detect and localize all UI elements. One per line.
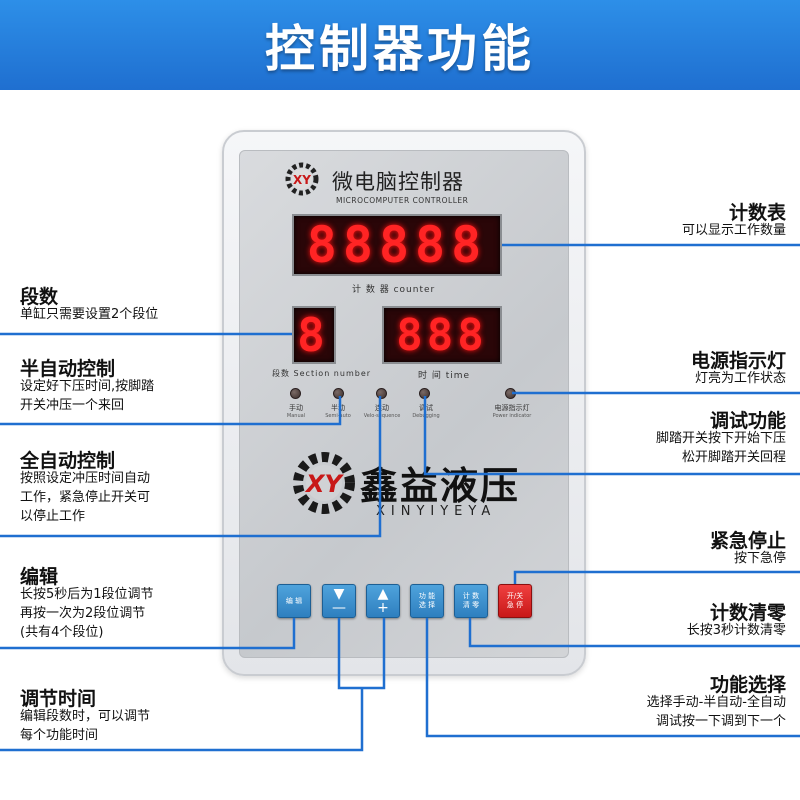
plus-icon: + — [377, 600, 389, 616]
section-caption: 段数 Section number — [272, 369, 372, 378]
minus-icon: — — [332, 600, 346, 616]
ann-semi-line1: 设定好下压时间,按脚踏 — [20, 379, 155, 394]
ann-debug-line2: 松开脚踏开关回程 — [681, 450, 786, 465]
section-display: 8 — [292, 306, 336, 364]
ann-power-text: 灯亮为工作状态 — [694, 371, 786, 386]
ann-adjust-line2: 每个功能时间 — [20, 728, 99, 743]
led-label-continuous: 连动 Velo-sequence — [360, 404, 404, 420]
company-name-en: XINYIYEYA — [376, 504, 497, 519]
ann-full-title: 全自动控制 — [20, 450, 116, 472]
led-label-manual-cn: 手动 — [289, 404, 303, 412]
ann-edit-line2: 再按一次为2段位调节 — [20, 606, 146, 621]
led-label-power: 电源指示灯 Power indicator — [484, 404, 540, 420]
ann-count-reset-text: 长按3秒计数清零 — [686, 623, 786, 638]
led-label-semi-cn: 半动 — [331, 404, 345, 412]
ann-edit-line3: (共有4个段位) — [20, 625, 104, 640]
count-reset-line1: 计 数 — [462, 592, 480, 600]
header-banner: 控制器功能 — [0, 0, 800, 90]
led-label-semi-en: Semi-auto — [325, 413, 351, 419]
ann-count-reset-title: 计数清零 — [709, 602, 786, 624]
counter-caption: 计 数 器 counter — [352, 285, 436, 295]
page-title: 控制器功能 — [265, 20, 535, 78]
svg-text:XY: XY — [293, 173, 311, 187]
led-label-continuous-cn: 连动 — [375, 404, 389, 412]
estop-line1: 开/关 — [506, 592, 524, 600]
led-continuous — [376, 388, 387, 399]
down-arrow-icon: ▼ — [333, 586, 345, 602]
estop-line2: 急 停 — [506, 601, 524, 609]
led-label-continuous-en: Velo-sequence — [363, 413, 401, 419]
ann-counter-text: 可以显示工作数量 — [681, 223, 786, 238]
device-brand-en: MICROCOMPUTER CONTROLLER — [336, 196, 469, 205]
ann-adjust-title: 调节时间 — [20, 688, 97, 710]
edit-button-label: 编 辑 — [285, 596, 303, 605]
ann-semi-title: 半自动控制 — [20, 358, 116, 380]
ann-estop-text: 按下急停 — [733, 551, 786, 566]
function-select-button[interactable]: 功 能 选 择 — [410, 584, 444, 618]
device-brand-cn: 微电脑控制器 — [332, 170, 464, 194]
led-label-debug-en: Debugging — [412, 413, 440, 419]
count-reset-button[interactable]: 计 数 清 零 — [454, 584, 488, 618]
ann-adjust-line1: 编辑段数时，可以调节 — [20, 709, 151, 724]
ann-estop-title: 紧急停止 — [709, 530, 786, 552]
emergency-stop-button[interactable]: 开/关 急 停 — [498, 584, 532, 618]
ann-function-line2: 调试按一下调到下一个 — [655, 714, 786, 729]
ann-debug-title: 调试功能 — [709, 410, 786, 432]
led-manual — [290, 388, 301, 399]
ann-edit-line1: 长按5秒后为1段位调节 — [20, 587, 154, 602]
count-reset-line2: 清 零 — [462, 601, 480, 609]
led-label-power-cn: 电源指示灯 — [494, 404, 530, 412]
ann-function-line1: 选择手动-半自动-全自动 — [646, 695, 786, 710]
ann-debug-line1: 脚踏开关按下开始下压 — [655, 431, 786, 446]
ann-full-line1: 按照设定冲压时间自动 — [20, 471, 151, 486]
counter-display: 88888 — [292, 214, 502, 276]
up-arrow-icon: ▲ — [377, 586, 389, 602]
ann-power-title: 电源指示灯 — [690, 350, 786, 372]
led-label-semi: 半动 Semi-auto — [318, 404, 358, 420]
ann-function-title: 功能选择 — [709, 674, 786, 696]
led-label-manual-en: Manual — [286, 413, 306, 419]
led-label-debug-cn: 调试 — [419, 404, 433, 412]
led-label-manual: 手动 Manual — [276, 404, 316, 420]
ann-edit-title: 编辑 — [20, 566, 59, 588]
ann-full-line2: 工作，紧急停止开关可 — [20, 490, 151, 505]
ann-section-title: 段数 — [20, 286, 59, 308]
ann-counter-title: 计数表 — [728, 202, 786, 224]
increase-button[interactable]: ▲ + — [366, 584, 400, 618]
company-name-cn: 鑫益液压 — [360, 464, 521, 508]
time-display: 888 — [382, 306, 502, 364]
led-semi-auto — [333, 388, 344, 399]
led-label-debug: 调试 Debugging — [404, 404, 448, 420]
ann-semi-line2: 开关冲压一个来回 — [20, 398, 125, 413]
company-gear-logo-icon: XY — [293, 452, 355, 514]
led-debug — [419, 388, 430, 399]
ann-section-text: 单缸只需要设置2个段位 — [20, 307, 159, 322]
ann-full-line3: 以停止工作 — [20, 509, 86, 524]
function-button-line1: 功 能 — [418, 592, 436, 600]
time-caption: 时 间 time — [418, 371, 471, 381]
decrease-button[interactable]: ▼ — — [322, 584, 356, 618]
led-label-power-en: Power indicator — [492, 413, 532, 419]
edit-button[interactable]: 编 辑 — [277, 584, 311, 618]
gear-logo-icon: XY — [285, 162, 319, 196]
function-button-line2: 选 择 — [418, 601, 436, 609]
led-power-indicator — [505, 388, 516, 399]
company-logo-text: XY — [304, 470, 345, 498]
